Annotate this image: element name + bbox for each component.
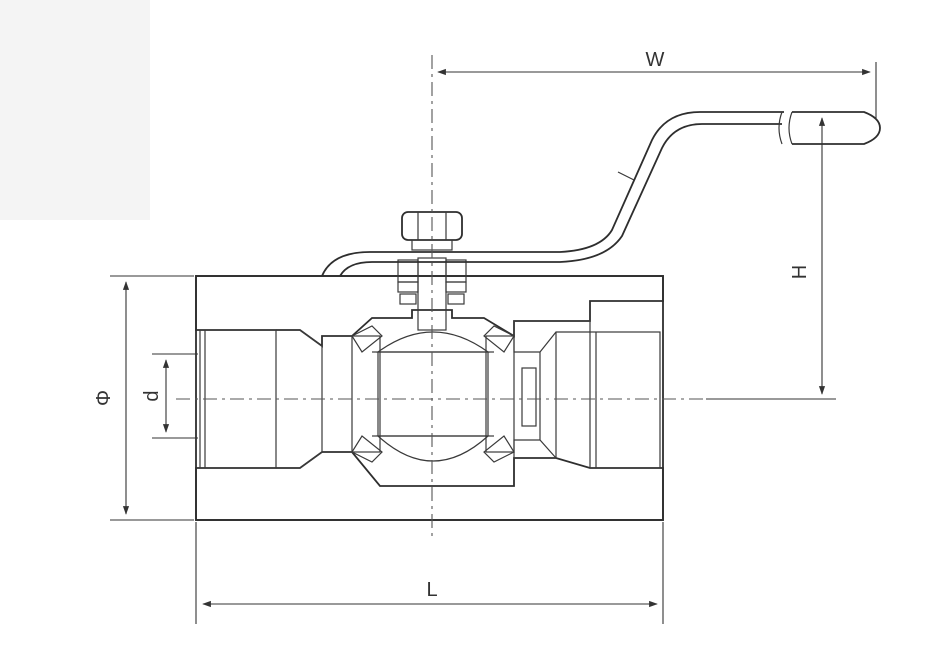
length-dimension: L — [195, 522, 664, 624]
width-dimension: W — [437, 49, 877, 118]
outer-diameter-dimension: Φ — [93, 275, 194, 521]
width-label: W — [646, 49, 665, 71]
background-patch — [0, 0, 150, 220]
length-label: L — [426, 579, 437, 601]
right-threaded-port — [521, 331, 661, 469]
height-dimension: H — [706, 117, 836, 400]
lever-handle — [321, 111, 881, 277]
ball-assembly — [351, 325, 515, 463]
bore-diameter-dimension: d — [141, 353, 198, 439]
height-label: H — [789, 265, 811, 279]
bore-diameter-label: d — [141, 390, 163, 401]
outer-diameter-label: Φ — [93, 390, 115, 406]
valve-body — [195, 275, 664, 521]
